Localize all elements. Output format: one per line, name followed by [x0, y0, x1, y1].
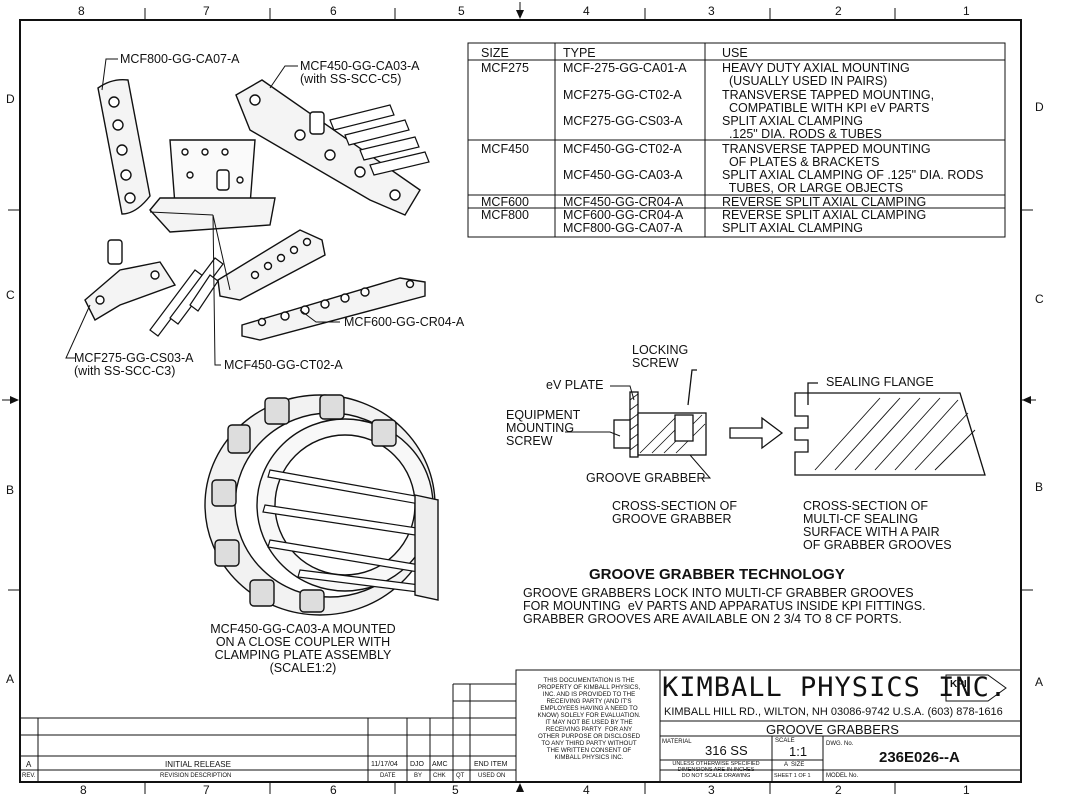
hdr-used-on: USED ON	[478, 773, 506, 779]
rev-date: 11/17/04	[371, 761, 398, 768]
rev-letter: A	[26, 760, 32, 769]
technology-title: GROOVE GRABBER TECHNOLOGY	[589, 566, 845, 583]
zone-row-b: B	[6, 483, 15, 497]
zone-col-8: 8	[78, 4, 85, 18]
label-mcf450-ca03: MCF450-GG-CA03-A (with SS-SCC-C5)	[300, 59, 420, 86]
table-row-5-type: MCF450-GG-CR04-A	[563, 195, 684, 209]
zone-col-4-bottom: 4	[583, 783, 590, 797]
table-row-6-type: MCF600-GG-CR04-A MCF800-GG-CA07-A	[563, 208, 684, 235]
label-locking-screw: LOCKING SCREW	[632, 343, 689, 370]
dwg-label: DWG. No.	[826, 741, 854, 747]
zone-col-5: 5	[458, 4, 465, 18]
material-label: MATERIAL	[662, 739, 692, 745]
zone-col-2-bottom: 2	[835, 783, 842, 797]
zone-row-d-right: D	[1035, 100, 1044, 114]
table-row-6-use: REVERSE SPLIT AXIAL CLAMPING SPLIT AXIAL…	[722, 208, 927, 235]
table-row-0-size: MCF275	[481, 61, 529, 75]
zone-row-c-right: C	[1035, 292, 1044, 306]
label-mcf275-cs03: MCF275-GG-CS03-A (with SS-SCC-C3)	[74, 351, 194, 378]
table-row-0-use: HEAVY DUTY AXIAL MOUNTING (USUALLY USED …	[722, 61, 910, 88]
drawing-title: GROOVE GRABBERS	[766, 722, 899, 737]
zone-row-a-right: A	[1035, 675, 1044, 689]
table-header-use: USE	[722, 46, 748, 60]
model-label: MODEL No.	[826, 773, 859, 779]
size-label: A SIZE	[784, 762, 805, 768]
rev-chk: AMC	[432, 761, 448, 768]
table-row-5-size: MCF600	[481, 195, 529, 209]
disclaimer-text: THIS DOCUMENTATION IS THE PROPERTY OF KI…	[537, 677, 641, 761]
table-header-size: SIZE	[481, 46, 509, 60]
zone-col-5-bottom: 5	[452, 783, 459, 797]
table-row-1-type: MCF275-GG-CT02-A	[563, 88, 682, 102]
scale-label: SCALE	[775, 738, 795, 744]
label-mcf600: MCF600-GG-CR04-A	[344, 315, 465, 329]
label-mcf800: MCF800-GG-CA07-A	[120, 52, 240, 66]
zone-col-3-bottom: 3	[708, 783, 715, 797]
table-row-5-use: REVERSE SPLIT AXIAL CLAMPING	[722, 195, 927, 209]
technology-body: GROOVE GRABBERS LOCK INTO MULTI-CF GRABB…	[523, 586, 926, 626]
zone-col-7-bottom: 7	[203, 783, 210, 797]
zone-row-a: A	[6, 672, 15, 686]
scale-value: 1:1	[789, 744, 808, 759]
zone-row-b-right: B	[1035, 480, 1044, 494]
table-row-4-type: MCF450-GG-CA03-A	[563, 168, 683, 182]
table-row-1-use: TRANSVERSE TAPPED MOUNTING, COMPATIBLE W…	[722, 88, 935, 115]
zone-col-1-bottom: 1	[963, 783, 970, 797]
table-row-4-use: SPLIT AXIAL CLAMPING OF .125" DIA. RODS …	[722, 168, 984, 195]
rev-by: DJO	[410, 761, 424, 768]
hdr-revision-description: REVISION DESCRIPTION	[160, 773, 232, 779]
hdr-qt: QT	[456, 773, 465, 779]
table-row-3-type: MCF450-GG-CT02-A	[563, 142, 682, 156]
table-row-2-use: SPLIT AXIAL CLAMPING .125" DIA. RODS & T…	[722, 114, 882, 141]
material-value: 316 SS	[705, 743, 748, 758]
zone-col-8-bottom: 8	[80, 783, 87, 797]
label-sealing-flange: SEALING FLANGE	[826, 375, 934, 389]
zone-col-3: 3	[708, 4, 715, 18]
zone-row-c: C	[6, 288, 15, 302]
kpi-arrow-logo: KPI	[950, 679, 967, 690]
zone-col-6: 6	[330, 4, 337, 18]
hdr-rev: REV.	[22, 773, 36, 779]
label-groove-grabber: GROOVE GRABBER	[586, 471, 706, 485]
label-equipment-screw: EQUIPMENT MOUNTING SCREW	[506, 408, 581, 448]
hdr-chk: CHK	[433, 773, 446, 779]
end-item-label: END ITEM	[474, 761, 508, 768]
zone-col-7: 7	[203, 4, 210, 18]
label-ev-plate: eV PLATE	[546, 378, 604, 392]
zone-col-2: 2	[835, 4, 842, 18]
table-row-3-size: MCF450	[481, 142, 529, 156]
zone-col-6-bottom: 6	[330, 783, 337, 797]
company-address: KIMBALL HILL RD., WILTON, NH 03086-9742 …	[664, 706, 1003, 718]
unless-specified-note: UNLESS OTHERWISE SPECIFIED DIMENSIONS AR…	[672, 761, 760, 779]
company-logo: KIMBALL PHYSICS INC.	[662, 672, 1008, 703]
zone-col-4: 4	[583, 4, 590, 18]
zone-col-1: 1	[963, 4, 970, 18]
sheet-label: SHEET 1 OF 1	[774, 773, 811, 779]
caption-cross-section-flange: CROSS-SECTION OF MULTI-CF SEALING SURFAC…	[803, 499, 952, 552]
table-row-2-type: MCF275-GG-CS03-A	[563, 114, 683, 128]
rev-description: INITIAL RELEASE	[165, 760, 231, 769]
label-mcf450-ct02: MCF450-GG-CT02-A	[224, 358, 343, 372]
hdr-by: BY	[414, 773, 423, 779]
table-row-3-use: TRANSVERSE TAPPED MOUNTING OF PLATES & B…	[722, 142, 931, 169]
dwg-number: 236E026--A	[879, 749, 960, 766]
hdr-date: DATE	[380, 773, 396, 779]
assembly-caption: MCF450-GG-CA03-A MOUNTED ON A CLOSE COUP…	[210, 622, 396, 675]
caption-cross-section-grabber: CROSS-SECTION OF GROOVE GRABBER	[612, 499, 738, 526]
table-row-6-size: MCF800	[481, 208, 529, 222]
table-header-type: TYPE	[563, 46, 596, 60]
zone-row-d: D	[6, 92, 15, 106]
table-row-0-type: MCF-275-GG-CA01-A	[563, 61, 687, 75]
